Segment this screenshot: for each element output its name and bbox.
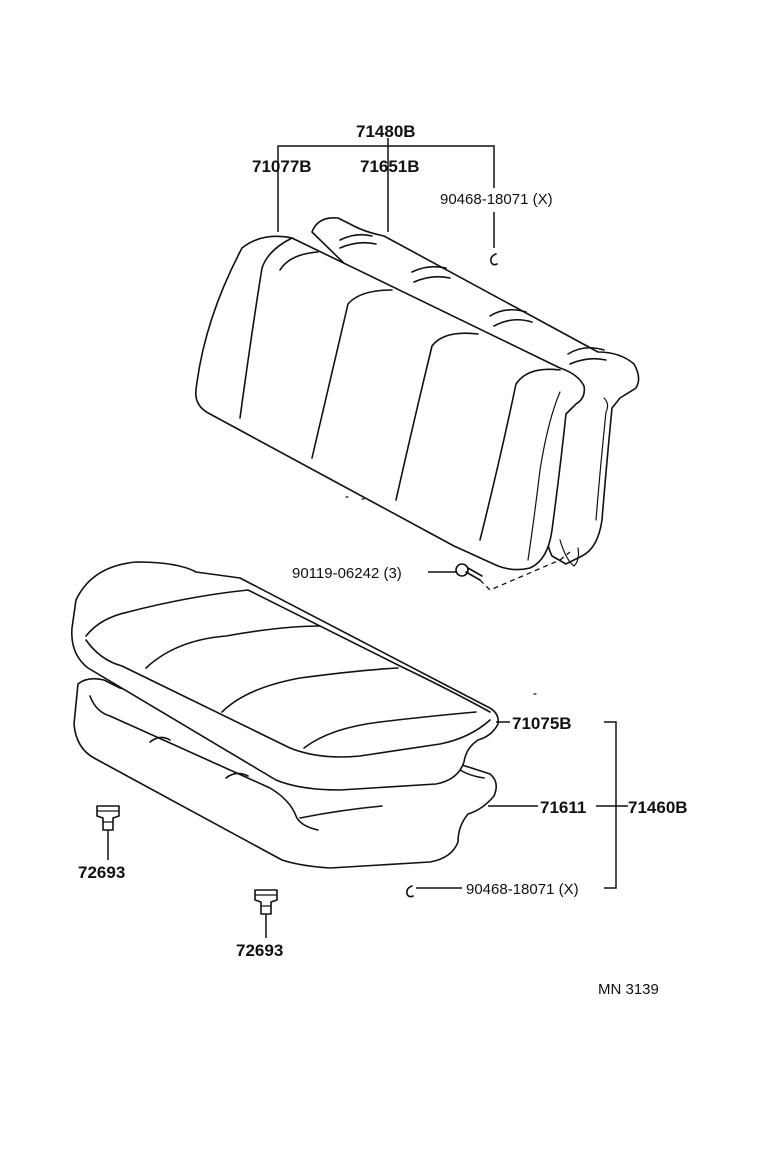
bolt-head (455, 563, 469, 577)
backrest-pleat-4 (395, 332, 479, 501)
backrest-pleat-3 (311, 289, 393, 459)
pad-ridge-5 (489, 308, 527, 317)
cushion-pad-ridge-2 (225, 772, 249, 779)
hog-ring-cushion-icon (406, 885, 414, 898)
pad-side-edge (595, 397, 609, 521)
cushion-cover-outline (71, 561, 500, 791)
pad-ridge-7 (567, 346, 605, 355)
bolt-shank (465, 567, 483, 581)
label-bolt: 90119-06242 (3) (292, 565, 402, 582)
dot-mark-1 (345, 496, 365, 500)
cushion-seam-1 (145, 625, 321, 669)
hog-ring-back-drawing (490, 253, 498, 266)
label-clip-right: 72693 (236, 941, 283, 960)
pad-ridge-4 (413, 275, 451, 283)
hog-ring-back-icon (490, 253, 498, 266)
label-cushion-assy: 71460B (628, 798, 688, 817)
label-backrest-pad: 71651B (360, 157, 420, 176)
pad-hook (559, 539, 580, 567)
seat-backrest-drawing (194, 216, 640, 571)
pad-ridge-3 (411, 265, 447, 273)
clip-right-drawing (254, 889, 278, 915)
cushion-pad-edge-2 (299, 805, 383, 819)
clip-right-detail (255, 894, 277, 907)
clip-right-body (254, 889, 278, 915)
clip-left-detail (97, 810, 119, 823)
backrest-pleat-5 (479, 368, 561, 541)
backrest-cover-outline (194, 235, 586, 571)
clip-left-body (96, 805, 120, 831)
clip-left-drawing (96, 805, 120, 831)
seat-cushion-drawing (71, 561, 537, 869)
cushion-seam-2 (221, 667, 399, 713)
leader-cushion-bracket (604, 721, 617, 889)
label-cushion-pad: 71611 (540, 798, 586, 817)
backrest-seam (527, 391, 561, 561)
cushion-cover-front-edge (85, 639, 491, 758)
diagram-code: MN 3139 (598, 981, 659, 998)
cushion-seam-3 (303, 711, 477, 749)
cushion-pad-groove (459, 769, 485, 779)
backrest-pleat-1 (239, 237, 293, 419)
pad-ridge-2 (339, 241, 377, 249)
label-backrest-cover: 71077B (252, 157, 312, 176)
cushion-cover-top-edge (85, 589, 491, 713)
pad-ridge-6 (493, 318, 533, 327)
leader-lines (107, 138, 628, 938)
hog-ring-cushion-drawing (406, 885, 414, 898)
label-clip-left: 72693 (78, 863, 125, 882)
cushion-pad-edge-1 (89, 695, 319, 831)
leader-backrest-bracket (277, 145, 495, 232)
bolt-drawing (455, 551, 571, 591)
label-backrest-assy: 71480B (356, 122, 416, 141)
label-cushion-cover: 71075B (512, 714, 572, 733)
pad-ridge-1 (339, 233, 373, 241)
pad-ridge-8 (569, 357, 607, 365)
label-back-hog-ring: 90468-18071 (X) (440, 191, 553, 208)
label-cushion-hog-ring: 90468-18071 (X) (466, 881, 579, 898)
backrest-pleat-2 (279, 251, 319, 271)
cushion-pad-ridge-1 (149, 736, 171, 743)
